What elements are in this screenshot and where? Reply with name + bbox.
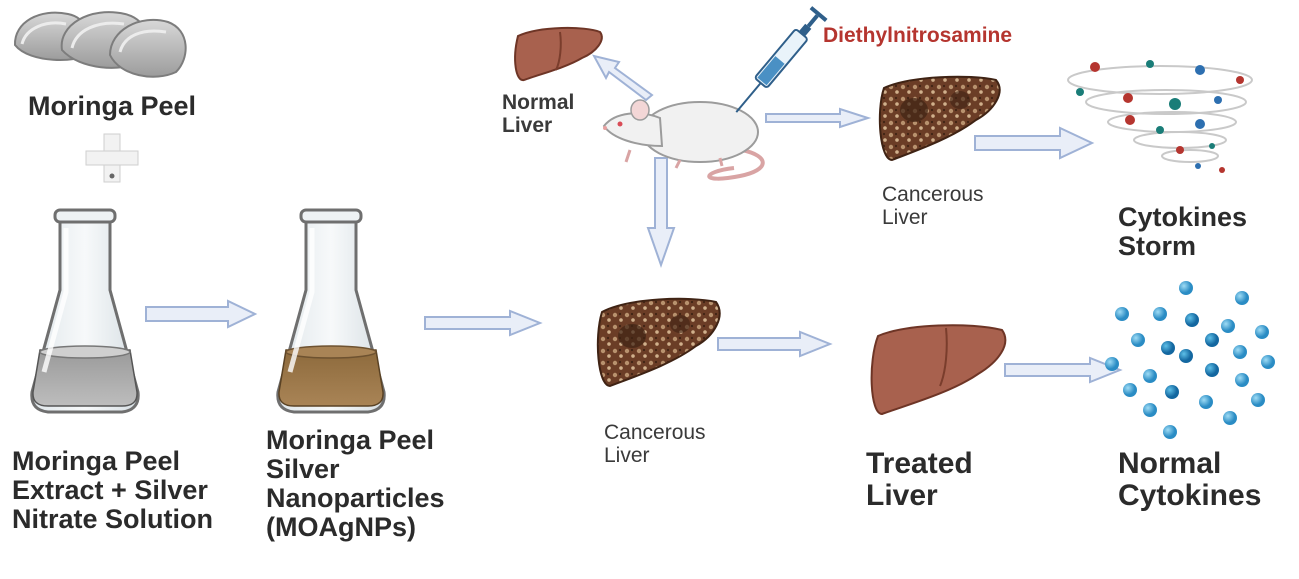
cancerous-top-line1: Cancerous bbox=[882, 183, 984, 206]
normal-cyto-line1: Normal bbox=[1118, 447, 1222, 480]
nanoparticles-label: Moringa Peel Silver Nanoparticles (MOAgN… bbox=[266, 425, 445, 543]
cancerous-mid-line2: Liver bbox=[604, 443, 650, 467]
treated-line1: Treated bbox=[866, 447, 973, 480]
plus-icon bbox=[85, 133, 139, 183]
normal-cytokines-label: Normal Cytokines bbox=[1118, 447, 1262, 513]
extract-line3: Nitrate Solution bbox=[12, 504, 213, 535]
extract-line1: Moringa Peel bbox=[12, 446, 181, 476]
cancerous-liver-top-label: Cancerous Liver bbox=[882, 183, 984, 229]
normal-liver-icon bbox=[514, 26, 603, 81]
normal-liver-label: Normal Liver bbox=[502, 91, 575, 137]
treated-line2: Liver bbox=[866, 479, 938, 513]
nano-line3: Nanoparticles bbox=[266, 483, 445, 514]
extract-solution-label: Moringa Peel Extract + Silver Nitrate So… bbox=[12, 446, 213, 535]
cancerous-liver-mid-icon bbox=[596, 297, 721, 388]
nano-line1: Moringa Peel bbox=[266, 425, 435, 455]
rat-icon bbox=[602, 99, 765, 181]
cytokine-storm-icon bbox=[1067, 60, 1253, 173]
syringe-icon bbox=[735, 6, 828, 113]
cancerous-liver-mid-label: Cancerous Liver bbox=[604, 421, 706, 467]
extract-line2: Extract + Silver bbox=[12, 475, 208, 506]
treated-liver-icon bbox=[870, 324, 1007, 416]
arrow-treated-to-normal-cytokines bbox=[1004, 356, 1123, 384]
arrow-rat-to-cancer-liver-top bbox=[765, 107, 872, 129]
moringa-peel-label: Moringa Peel bbox=[28, 91, 197, 121]
diethylnitrosamine-label: Diethylnitrosamine bbox=[823, 24, 1013, 47]
nano-line4: (MOAgNPs) bbox=[266, 512, 416, 543]
arrow-flask1-to-flask2 bbox=[145, 299, 258, 329]
flask-extract-icon bbox=[30, 208, 140, 414]
cytokines-storm-line2: Storm bbox=[1118, 231, 1197, 262]
arrow-rat-down bbox=[646, 157, 676, 269]
normal-liver-line2: Liver bbox=[502, 113, 553, 137]
cytokines-storm-line1: Cytokines bbox=[1118, 202, 1248, 232]
cytokines-storm-label: Cytokines Storm bbox=[1118, 202, 1248, 262]
normal-liver-line1: Normal bbox=[502, 91, 575, 114]
moringa-peel-icon bbox=[13, 11, 187, 78]
arrow-rat-to-normal-liver bbox=[592, 54, 654, 102]
cancerous-liver-icon bbox=[878, 75, 1001, 162]
arrow-cancer-liver-to-storm bbox=[974, 126, 1095, 160]
normal-cytokines-icon bbox=[1105, 281, 1275, 439]
cancerous-top-line2: Liver bbox=[882, 205, 928, 229]
normal-cyto-line2: Cytokines bbox=[1118, 479, 1262, 513]
arrow-cancer-liver-to-treated bbox=[717, 330, 833, 358]
treated-liver-label: Treated Liver bbox=[866, 447, 973, 513]
arrow-flask2-to-cancer-liver bbox=[424, 309, 543, 337]
flask-nanoparticles-icon bbox=[276, 208, 386, 414]
nano-line2: Silver bbox=[266, 454, 340, 485]
cancerous-mid-line1: Cancerous bbox=[604, 421, 706, 444]
